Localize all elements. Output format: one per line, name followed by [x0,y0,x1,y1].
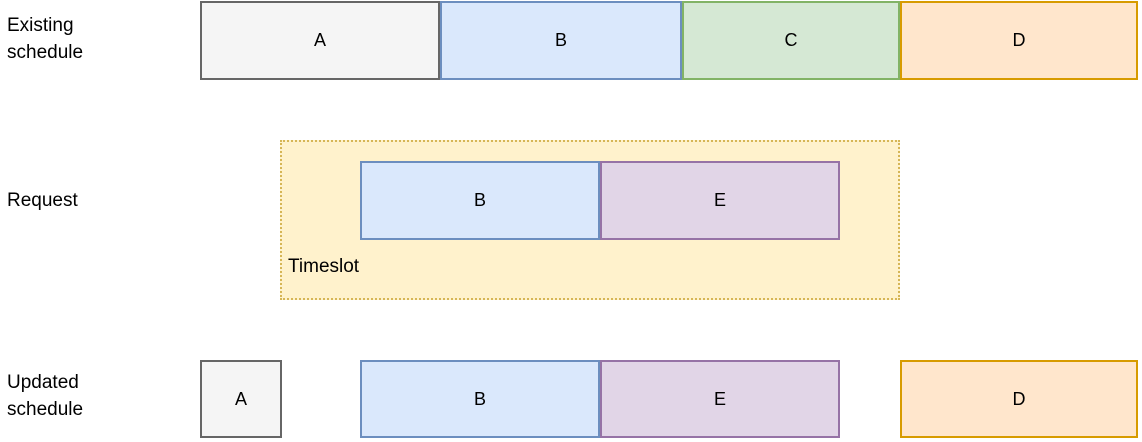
updated-block-e-label: E [713,388,726,409]
updated-block-b-label: B [473,388,486,409]
existing-block-c-label: C [784,30,798,50]
existing-block-b-label: B [554,30,567,50]
request-block-e: E [600,161,840,240]
existing-block-c: C [682,1,900,80]
updated-block-a-label: A [234,388,247,409]
updated-schedule-label: Updated schedule [7,372,84,420]
updated-block-a: A [200,360,282,438]
request-block-b-label: B [473,190,486,210]
updated-block-d-label: D [1012,388,1026,409]
timeslot-label: Timeslot [288,256,360,277]
updated-block-b: B [360,360,600,438]
updated-block-e: E [600,360,840,438]
existing-schedule-label: Existing schedule [7,15,84,63]
updated-block-d: D [900,360,1138,438]
existing-block-b: B [440,1,682,80]
request-block-b: B [360,161,600,240]
request-block-e-label: E [713,190,726,210]
existing-block-a: A [200,1,440,80]
existing-block-d: D [900,1,1138,80]
existing-block-a-label: A [313,30,326,50]
existing-block-d-label: D [1012,30,1026,50]
request-label: Request [7,190,78,211]
